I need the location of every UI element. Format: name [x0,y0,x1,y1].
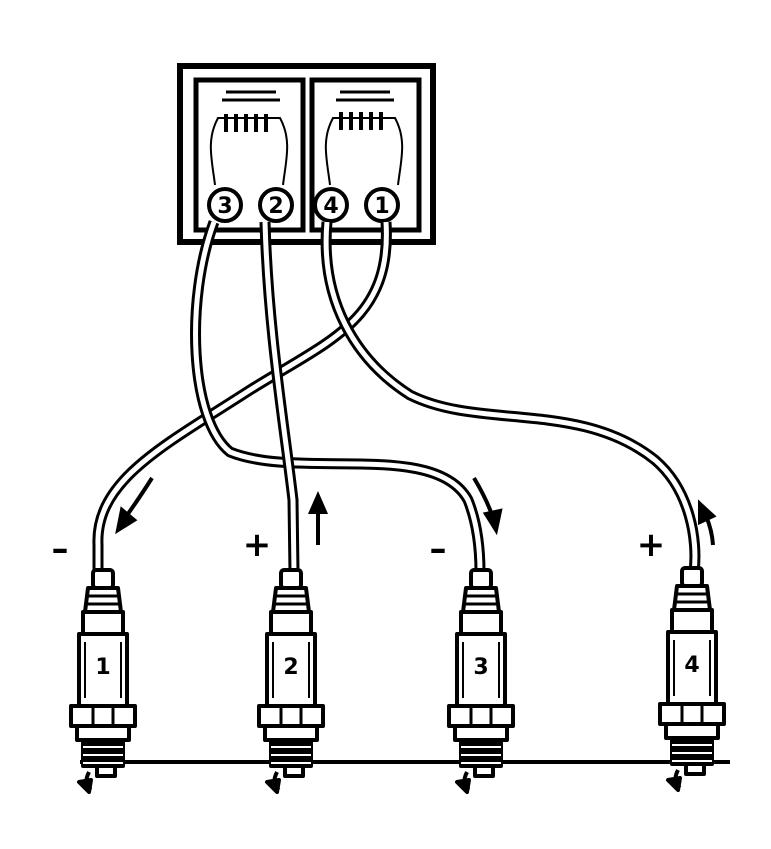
coil-right-winding [324,117,404,186]
lead-1 [98,222,386,572]
coil-terminal-label: 3 [217,194,232,219]
coil-terminal-2: 2 [258,187,294,223]
plug-label: 4 [684,653,699,678]
coil-terminal-4: 4 [313,187,349,223]
coil-terminals: 3 2 4 1 [207,187,400,223]
coil-terminal-label: 4 [323,194,338,219]
spark-plug-4: 4 [658,566,726,792]
coil-left-frame [193,77,306,233]
ignition-leads [98,222,695,572]
arrow-down-icon [115,476,154,535]
coil-left-winding [209,117,289,186]
coil-terminal-1: 1 [364,187,400,223]
spark-plugs: 1 2 3 4 [69,566,726,794]
polarity-sign: + [637,525,666,565]
coil-pack-housing [177,63,436,245]
polarity-sign: – [52,529,69,569]
coil-right-frame [309,77,422,233]
current-arrows [115,476,717,546]
coil-terminal-label: 2 [268,194,283,219]
polarity-marks: – + – + [52,525,666,569]
lead-2 [265,222,294,572]
spark-plug-1: 1 [69,568,137,794]
arrow-down-icon [472,476,503,536]
plug-label: 3 [473,655,488,680]
plug-label: 2 [283,655,298,680]
polarity-sign: + [243,525,272,565]
coil-terminal-label: 1 [374,194,389,219]
polarity-sign: – [430,529,447,569]
coil-pack [177,63,436,245]
plug-label: 1 [95,655,110,680]
coil-terminal-3: 3 [207,187,243,223]
arrow-up-icon [698,499,717,546]
arrow-up-icon [307,491,329,545]
spark-plug-2: 2 [257,568,325,794]
spark-plug-3: 3 [447,568,515,794]
